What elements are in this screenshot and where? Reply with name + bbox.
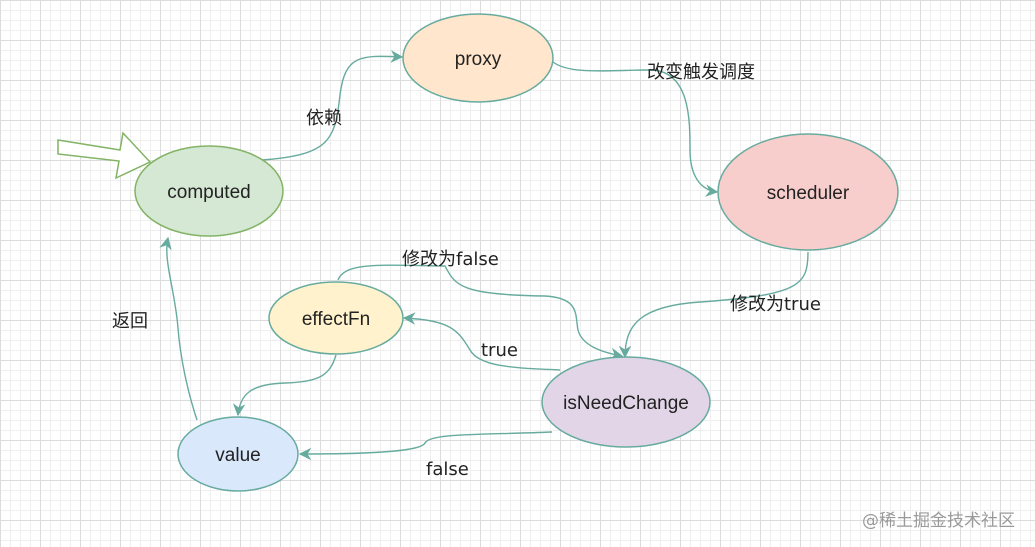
entry-arrow	[57, 131, 152, 180]
edge-computed-proxy	[261, 50, 404, 161]
node-value-label: value	[215, 445, 260, 466]
edge-label-set-false: 修改为false	[402, 249, 499, 270]
node-isneedchange[interactable]: isNeedChange	[541, 356, 711, 448]
edge-label-return: 返回	[112, 311, 148, 332]
node-computed-label: computed	[167, 182, 250, 203]
edge-scheduler-isneedchange	[618, 251, 809, 359]
edge-proxy-scheduler	[552, 61, 719, 197]
node-effectfn-label: effectFn	[302, 309, 370, 330]
edge-isneedchange-effectfn	[402, 312, 561, 371]
edge-effectfn-value	[232, 354, 337, 417]
node-effectfn[interactable]: effectFn	[268, 281, 404, 355]
node-proxy-label: proxy	[455, 49, 502, 70]
edge-label-true: true	[481, 340, 518, 361]
node-value[interactable]: value	[177, 416, 299, 492]
node-proxy[interactable]: proxy	[402, 13, 554, 103]
edge-effectfn-isneedchange	[337, 264, 624, 361]
node-computed[interactable]: computed	[134, 145, 284, 237]
node-scheduler-label: scheduler	[767, 183, 850, 204]
node-isneedchange-label: isNeedChange	[563, 393, 689, 414]
edge-label-trigger-schedule: 改变触发调度	[647, 62, 755, 83]
watermark-text: @稀土掘金技术社区	[862, 511, 1015, 531]
edge-label-dependency: 依赖	[306, 108, 342, 129]
edge-label-set-true: 修改为true	[730, 294, 821, 315]
edge-label-false: false	[426, 459, 469, 480]
edge-value-computed	[159, 236, 198, 421]
edge-isneedchange-value	[298, 431, 553, 461]
node-scheduler[interactable]: scheduler	[717, 133, 899, 251]
